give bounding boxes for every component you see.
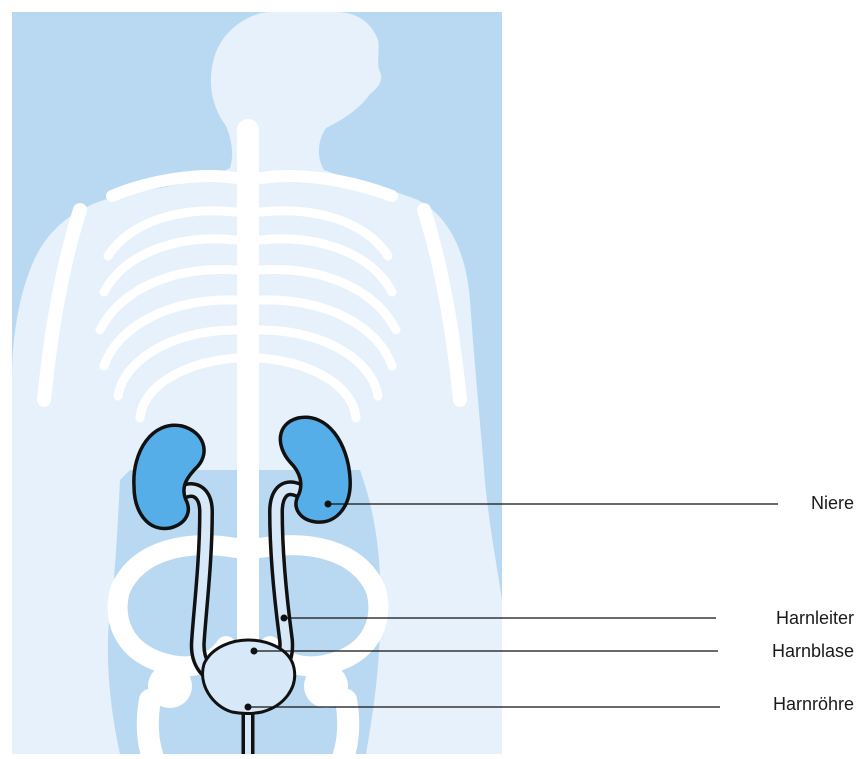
label-bladder: Harnblase (772, 642, 854, 660)
label-urethra: Harnröhre (773, 695, 854, 713)
label-kidney: Niere (811, 494, 854, 512)
label-ureter: Harnleiter (776, 609, 854, 627)
